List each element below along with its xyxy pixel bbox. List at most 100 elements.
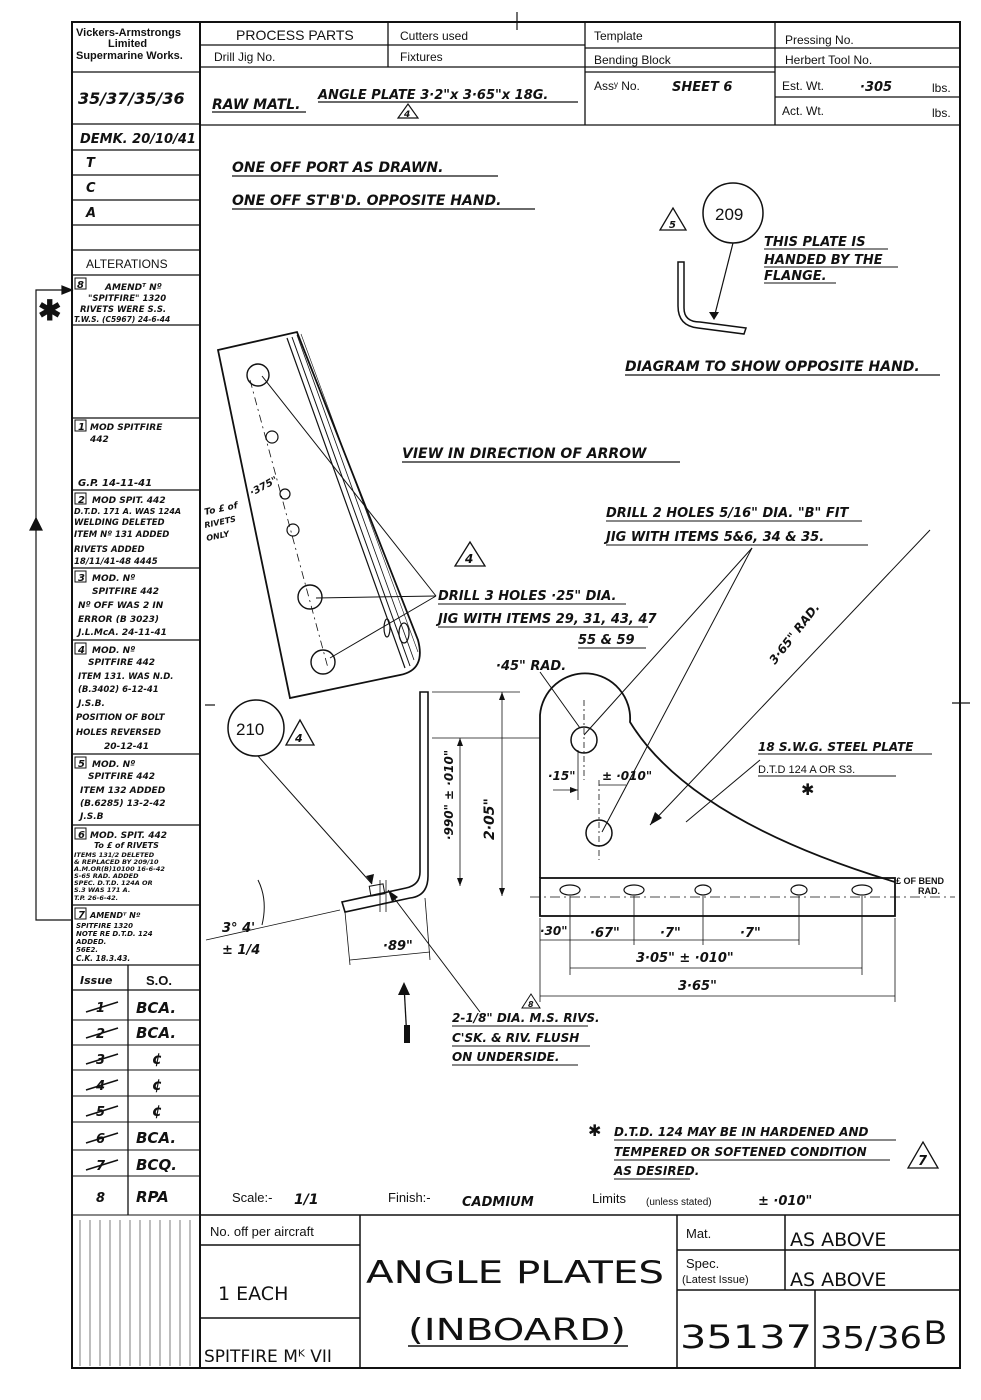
alteration-line: J.L.McA. 24-11-41 [76,628,167,638]
title-line-1: ANGLE PLATES [366,1255,664,1291]
scale-value: 1/1 [294,1192,319,1208]
drawing-no-2: 35/36 [820,1321,922,1356]
item-210-label: 210 [236,720,264,739]
issue-number: 3 [96,1053,105,1068]
row-t: T [86,156,96,171]
alteration-line: J.S.B [78,812,104,822]
issue-row: 3 ¢ [85,1050,162,1068]
issue-so: BCA. [136,999,176,1017]
top-notes: ONE OFF PORT AS DRAWN. ONE OFF ST'B'D. O… [232,160,535,210]
alteration-number: 7 [78,910,85,921]
cutters-used: Cutters used [400,29,468,43]
issue-row: 1 BCA. [85,999,176,1017]
alteration-number: 2 [78,495,85,506]
finish-label: Finish:- [388,1190,431,1205]
alteration-line: WELDING DELETED [74,518,165,528]
alteration-1: 1 MOD SPITFIRE 442 G.P. 14-11-41 [74,419,163,489]
dim-010: ± ·010" [602,769,652,783]
finish-value: CADMIUM [462,1195,534,1210]
issue-triangle [396,102,420,119]
left-column-grid [72,71,200,1215]
alteration-line: AMENDᵀ Nº [89,911,141,920]
alteration-line: S.3 WAS 171 A. [74,886,130,894]
issue-so: BCA. [136,1024,176,1042]
firm-line-2: Limited [108,38,147,50]
footnote-line-3: AS DESIRED. [613,1164,699,1178]
scale-label: Scale:- [232,1190,272,1205]
est-wt-value: ·305 [860,80,892,95]
diagram-opposite-hand: DIAGRAM TO SHOW OPPOSITE HAND. [625,359,920,375]
view-in-direction: VIEW IN DIRECTION OF ARROW [402,446,647,462]
pressing-no: Pressing No. [785,33,854,47]
item-209-issue: 5 [669,220,676,231]
template: Template [594,29,643,43]
alteration-line: 56E2. [76,946,98,954]
alteration-line: G.P. 14-11-41 [78,478,152,489]
dim-990: ·990" ± ·010" [442,750,456,840]
cl-bend-1: £ OF BEND [896,876,945,886]
angle-line-1: 3° 4' [222,921,255,936]
margin-bracket [29,285,74,921]
alteration-line: RIVETS ADDED [74,545,145,555]
angle-line-2: ± 1/4 [222,943,260,958]
alteration-line: ITEM 131. WAS N.D. [78,672,173,682]
row-a: A [85,206,96,221]
issue-row: 2 BCA. [85,1024,176,1042]
alteration-line: SPITFIRE 442 [92,587,159,597]
alteration-number: 3 [78,573,85,584]
left-column-text: 35/37/35/36 DEMK. 20/10/41 T C A ALTERAT… [73,89,196,988]
handed-line-1: THIS PLATE IS [764,235,866,250]
opposite-hand-diagram: 209 5 THIS PLATE IS HANDED BY THE FLANGE… [625,182,940,376]
view-label: VIEW IN DIRECTION OF ARROW 4 [402,446,680,567]
dim-7a: ·7" [660,926,681,941]
alteration-line: MOD. SPIT. 442 [90,831,167,841]
steel-plate-2: D.T.D 124 A OR S3. [758,764,855,776]
footnote-line-1: D.T.D. 124 MAY BE IN HARDENED AND [614,1125,869,1139]
alteration-line: ITEM 132 ADDED [80,786,166,796]
alteration-line: POSITION OF BOLT [76,713,166,723]
alteration-line: & REPLACED BY 209/10 [74,858,159,866]
one-off-stbd: ONE OFF ST'B'D. OPPOSITE HAND. [232,193,501,209]
issue-header: Issue [80,974,113,987]
row-c: C [86,181,96,196]
est-wt-lbs: lbs. [932,81,951,95]
dim-67: ·67" [590,926,620,941]
drill-2-line-2: JIG WITH ITEMS 5&6, 34 & 35. [603,530,824,545]
alteration-line: To £ of RIVETS [94,841,159,850]
raw-matl-value: ANGLE PLATE 3·2"x 3·65"x 18G. [317,88,548,103]
sheet-frame [71,21,961,1369]
spec-note: (Latest Issue) [682,1274,749,1286]
issue-row: 8 RPA [96,1188,169,1206]
rivets-line-2: C'SK. & RIV. FLUSH [452,1031,579,1045]
drill-3-line-1: DRILL 3 HOLES ·25" DIA. [438,589,616,604]
issue-so: ¢ [152,1050,162,1068]
herbert-tool-no: Herbert Tool No. [785,53,872,67]
cl-bend-2: RAD. [918,886,940,896]
dim-375: ·375" [248,475,280,499]
issue-number: 2 [96,1027,105,1042]
dtd-footnote: ✱ D.T.D. 124 MAY BE IN HARDENED AND TEMP… [588,1123,940,1180]
left-strip-hatching [79,1220,191,1366]
issue-number: 7 [96,1159,106,1174]
alteration-line: SPITFIRE 442 [88,658,155,668]
star-mark: ✱ [38,295,61,326]
issue-row: 6 BCA. [85,1129,176,1147]
dim-30: ·30" [540,924,568,938]
dim-305: 3·05" ± ·010" [636,951,734,966]
tilted-plate-view: ·375" To £ of RIVETS ONLY [204,330,421,700]
issue-table: 1 BCA. 2 BCA. 3 ¢ 4 ¢ 5 ¢ 6 BCA. [85,999,177,1206]
alteration-line: D.T.D. 171 A. WAS 124A [74,507,181,516]
frame-ticks [205,12,970,706]
drawing-ref: 35/37/35/36 [78,89,185,108]
firm-line-1: Vickers-Armstrongs [76,27,181,39]
star-mark-2: ✱ [801,782,814,799]
handed-line-2: HANDED BY THE [764,253,883,268]
alteration-number: 4 [77,645,85,656]
aircraft: SPITFIRE Mᴷ VII [204,1347,332,1367]
title-block-text: Scale:- 1/1 Finish:- CADMIUM Limits (unl… [204,1190,947,1367]
footnote-issue: 7 [918,1154,928,1169]
drill-jig-label: Drill Jig No. [214,50,275,64]
issue-row: 4 ¢ [85,1076,162,1094]
drawing-no-1: 35137 [680,1318,812,1356]
alteration-7: 7 AMENDᵀ Nº SPITFIRE 1320 NOTE RE D.T.D.… [74,907,153,963]
